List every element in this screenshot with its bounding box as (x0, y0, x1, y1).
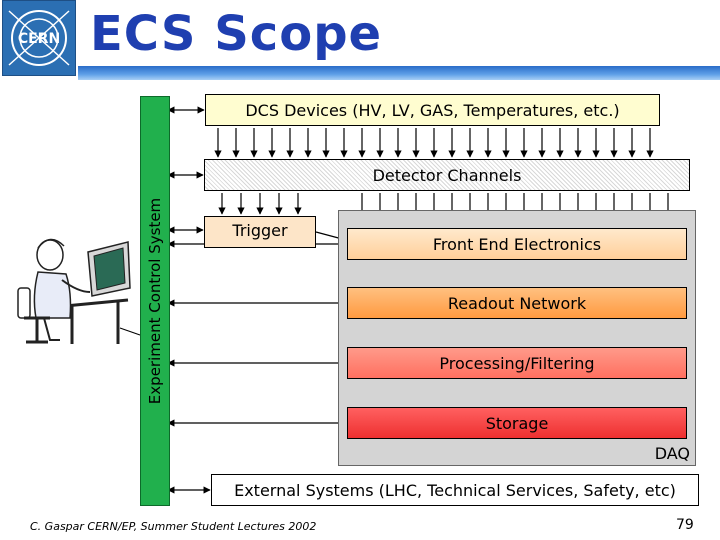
ecs-label: Experiment Control System (146, 197, 164, 405)
readout-network-box: Readout Network (347, 287, 687, 319)
detector-channels-box: Detector Channels (204, 159, 690, 191)
front-end-electronics-box: Front End Electronics (347, 228, 687, 260)
operator-link (119, 327, 141, 336)
daq-label: DAQ (654, 444, 690, 463)
title-underline (78, 66, 720, 80)
page-number: 79 (676, 517, 694, 533)
logo-text: CERN (18, 31, 60, 47)
external-systems-box: External Systems (LHC, Technical Service… (211, 474, 699, 506)
processing-filtering-box: Processing/Filtering (347, 347, 687, 379)
footer-credit: C. Gaspar CERN/EP, Summer Student Lectur… (30, 520, 317, 533)
ecs-bar: Experiment Control System (140, 96, 170, 506)
storage-box: Storage (347, 407, 687, 439)
operator-at-computer-icon (17, 238, 131, 344)
page-title: ECS Scope (90, 6, 383, 62)
title-bar: ECS Scope (78, 2, 720, 80)
cern-logo: CERN (2, 0, 76, 76)
dcs-devices-box: DCS Devices (HV, LV, GAS, Temperatures, … (205, 94, 660, 126)
trigger-box: Trigger (204, 216, 316, 248)
